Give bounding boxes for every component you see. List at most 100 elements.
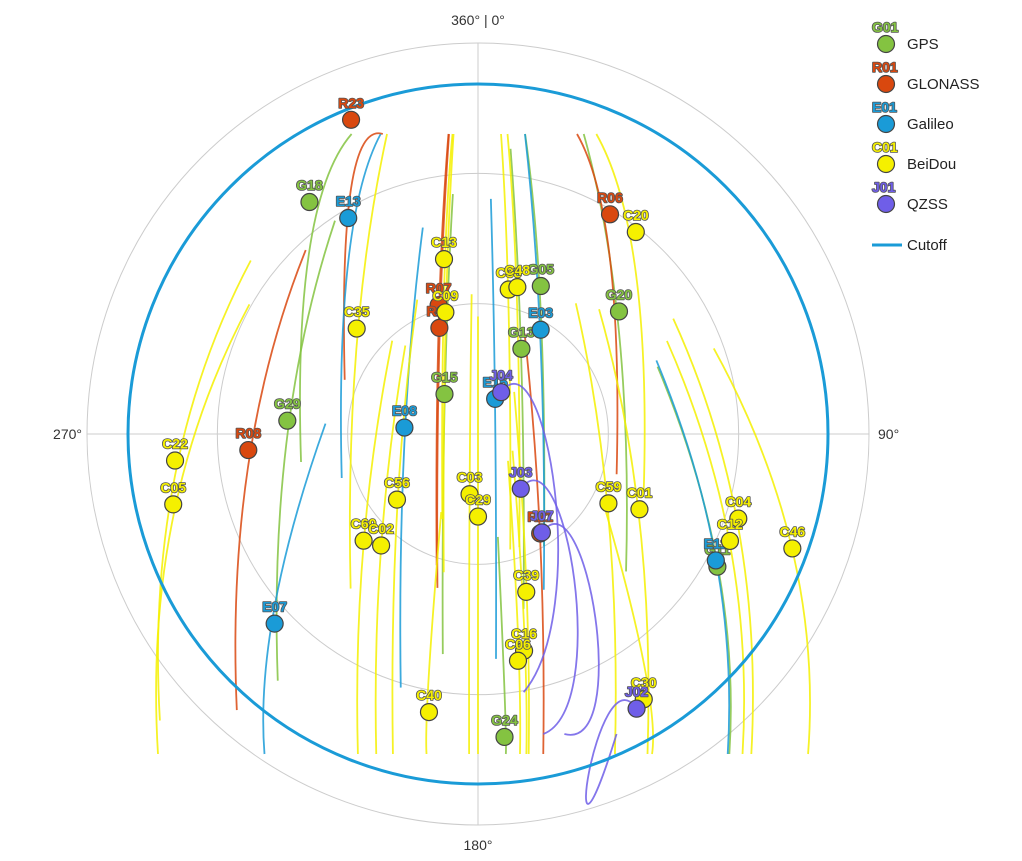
satellite-label: G20: [606, 286, 633, 302]
satellite-marker: [265, 614, 284, 633]
track-G18: [299, 133, 353, 463]
track-E15: [489, 198, 498, 659]
satellite-label: C30: [631, 674, 657, 690]
satellite-C39: C39: [513, 566, 540, 601]
satellite-label: C12: [717, 516, 743, 532]
satellite-marker: [517, 582, 536, 601]
satellite-marker: [729, 509, 748, 528]
satellite-label: J03: [509, 464, 533, 480]
satellite-G15: G15: [430, 368, 459, 404]
track-E08: [399, 227, 424, 688]
satellite-marker: [720, 531, 740, 551]
satellite-E08: E08: [391, 402, 418, 437]
satellite-label: C35: [344, 304, 370, 320]
satellite-marker: [347, 319, 366, 338]
satellite-marker: [630, 500, 649, 519]
legend-swatch: [876, 34, 896, 54]
satellite-C22: C22: [161, 435, 189, 470]
satellite-R06: R06: [596, 188, 624, 224]
track-C38: [500, 133, 512, 550]
satellite-marker: [531, 320, 550, 339]
satellite-C60: C60: [350, 515, 377, 550]
satellite-label: C03: [457, 469, 483, 485]
satellite-marker: [626, 222, 645, 242]
satellite-G18: G18: [295, 176, 324, 212]
satellite-marker: [508, 651, 528, 670]
satellite-C03: C03: [456, 468, 483, 504]
satellite-label: R07: [426, 280, 452, 296]
satellite-label: C60: [351, 516, 377, 532]
legend-code: J01: [872, 179, 896, 195]
satellite-marker: [300, 192, 319, 212]
satellite-R08: R08: [235, 424, 262, 460]
track-E13: [340, 133, 382, 479]
satellite-label: C22: [162, 436, 188, 452]
satellite-marker: [512, 339, 531, 358]
track-C56: [391, 299, 419, 755]
satellite-label: G05: [528, 261, 555, 277]
satellite-label: C40: [416, 687, 442, 703]
satellite-label: G18: [296, 177, 323, 193]
satellite-C05: C05: [160, 479, 187, 514]
satellite-label: C09: [433, 287, 459, 303]
satellite-marker: [508, 278, 527, 297]
satellite-label: G29: [274, 396, 301, 412]
satellite-label: C01: [627, 484, 653, 500]
satellite-G20: G20: [605, 286, 633, 321]
legend-label: GLONASS: [907, 76, 980, 93]
satellite-marker: [341, 110, 361, 129]
track-C06: [507, 460, 522, 755]
satellite-label: C59: [596, 478, 622, 494]
satellite-C48: C48: [504, 261, 531, 297]
track-C13: [441, 133, 454, 520]
satellite-marker: [706, 551, 725, 570]
satellite-E07: E07: [261, 598, 288, 633]
track-C22: [157, 260, 252, 721]
legend-code: C01: [872, 139, 898, 155]
satellite-marker: [609, 302, 629, 321]
legend-item-cutoff: Cutoff: [872, 237, 948, 254]
satellite-marker: [599, 494, 618, 513]
legend-label: BeiDou: [907, 156, 956, 173]
track-C16: [511, 450, 528, 755]
satellite-marker: [532, 523, 551, 542]
satellite-label: R23: [338, 95, 364, 111]
satellite-E13: E13: [335, 192, 362, 228]
satellite-label: C39: [513, 567, 539, 583]
satellite-C12: C12: [716, 515, 744, 551]
satellite-label: C05: [160, 479, 186, 495]
satellite-label: J07: [530, 507, 554, 523]
satellite-marker: [435, 384, 454, 404]
track-C05: [155, 303, 251, 755]
satellite-markers: G18G05G20G13G15G29G11G24R23R06R07R22R08R…: [160, 94, 806, 747]
satellite-marker: [354, 531, 373, 550]
satellite-label: E13: [336, 193, 361, 209]
satellite-C01: C01: [626, 483, 653, 519]
satellite-marker: [531, 276, 550, 296]
satellite-marker: [239, 440, 258, 460]
satellite-label: C48: [505, 262, 531, 278]
satellite-label: C38: [496, 265, 522, 281]
satellite-label: C20: [623, 207, 649, 223]
satellite-label: C16: [511, 626, 537, 642]
satellite-marker: [783, 539, 802, 558]
track-E07: [262, 423, 327, 755]
satellite-J07: J07: [529, 507, 555, 542]
satellite-label: E03: [528, 305, 553, 321]
satellite-G29: G29: [273, 395, 302, 430]
legend-swatch: [876, 74, 896, 94]
track-J07: [541, 523, 600, 736]
satellite-C30: C30: [630, 673, 658, 709]
legend-code: R01: [872, 59, 898, 75]
satellite-marker: [165, 451, 185, 470]
track-G24: [496, 536, 507, 755]
track-C39: [513, 391, 530, 755]
track-R08: [234, 249, 307, 711]
satellite-marker: [468, 507, 488, 526]
satellite-marker: [460, 485, 479, 504]
satellite-label: J04: [489, 367, 513, 383]
axis-label-south: 180°: [464, 837, 493, 853]
satellite-label: E08: [392, 403, 417, 419]
